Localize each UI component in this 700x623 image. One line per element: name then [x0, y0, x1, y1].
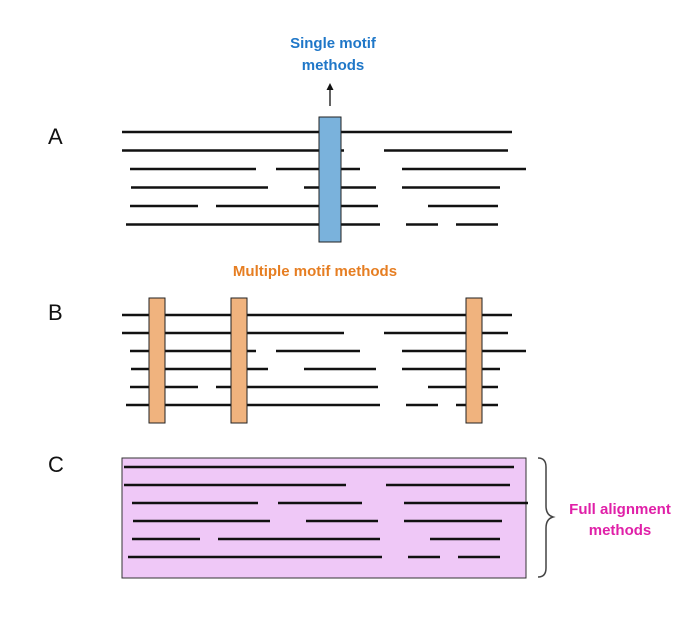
- panel-c-sequence-lines: [124, 465, 528, 559]
- panel-a-letter: A: [48, 124, 63, 149]
- panel-a: A Single motif methods: [48, 35, 526, 243]
- panel-c: C Full alignment methods: [48, 452, 671, 579]
- panel-b-letter: B: [48, 300, 63, 325]
- full-alignment-highlight: [121, 457, 527, 579]
- single-motif-caption-line-1: Single motif: [290, 35, 377, 52]
- motif-highlight-2: [230, 297, 248, 424]
- single-motif-caption-line-2: methods: [302, 57, 365, 74]
- up-arrow-icon: [326, 83, 334, 106]
- panel-c-letter: C: [48, 452, 64, 477]
- motif-highlight-1: [148, 297, 166, 424]
- motif-highlight-3: [465, 297, 483, 424]
- single-motif-highlight: [318, 116, 342, 243]
- multiple-motif-caption: Multiple motif methods: [233, 263, 397, 280]
- full-alignment-caption-line-1: Full alignment: [569, 501, 671, 518]
- right-curly-brace-icon: [537, 457, 556, 578]
- full-alignment-caption-line-2: methods: [589, 522, 652, 539]
- panel-b-sequence-lines: [122, 313, 526, 407]
- panel-b: Multiple motif methods B: [48, 263, 526, 424]
